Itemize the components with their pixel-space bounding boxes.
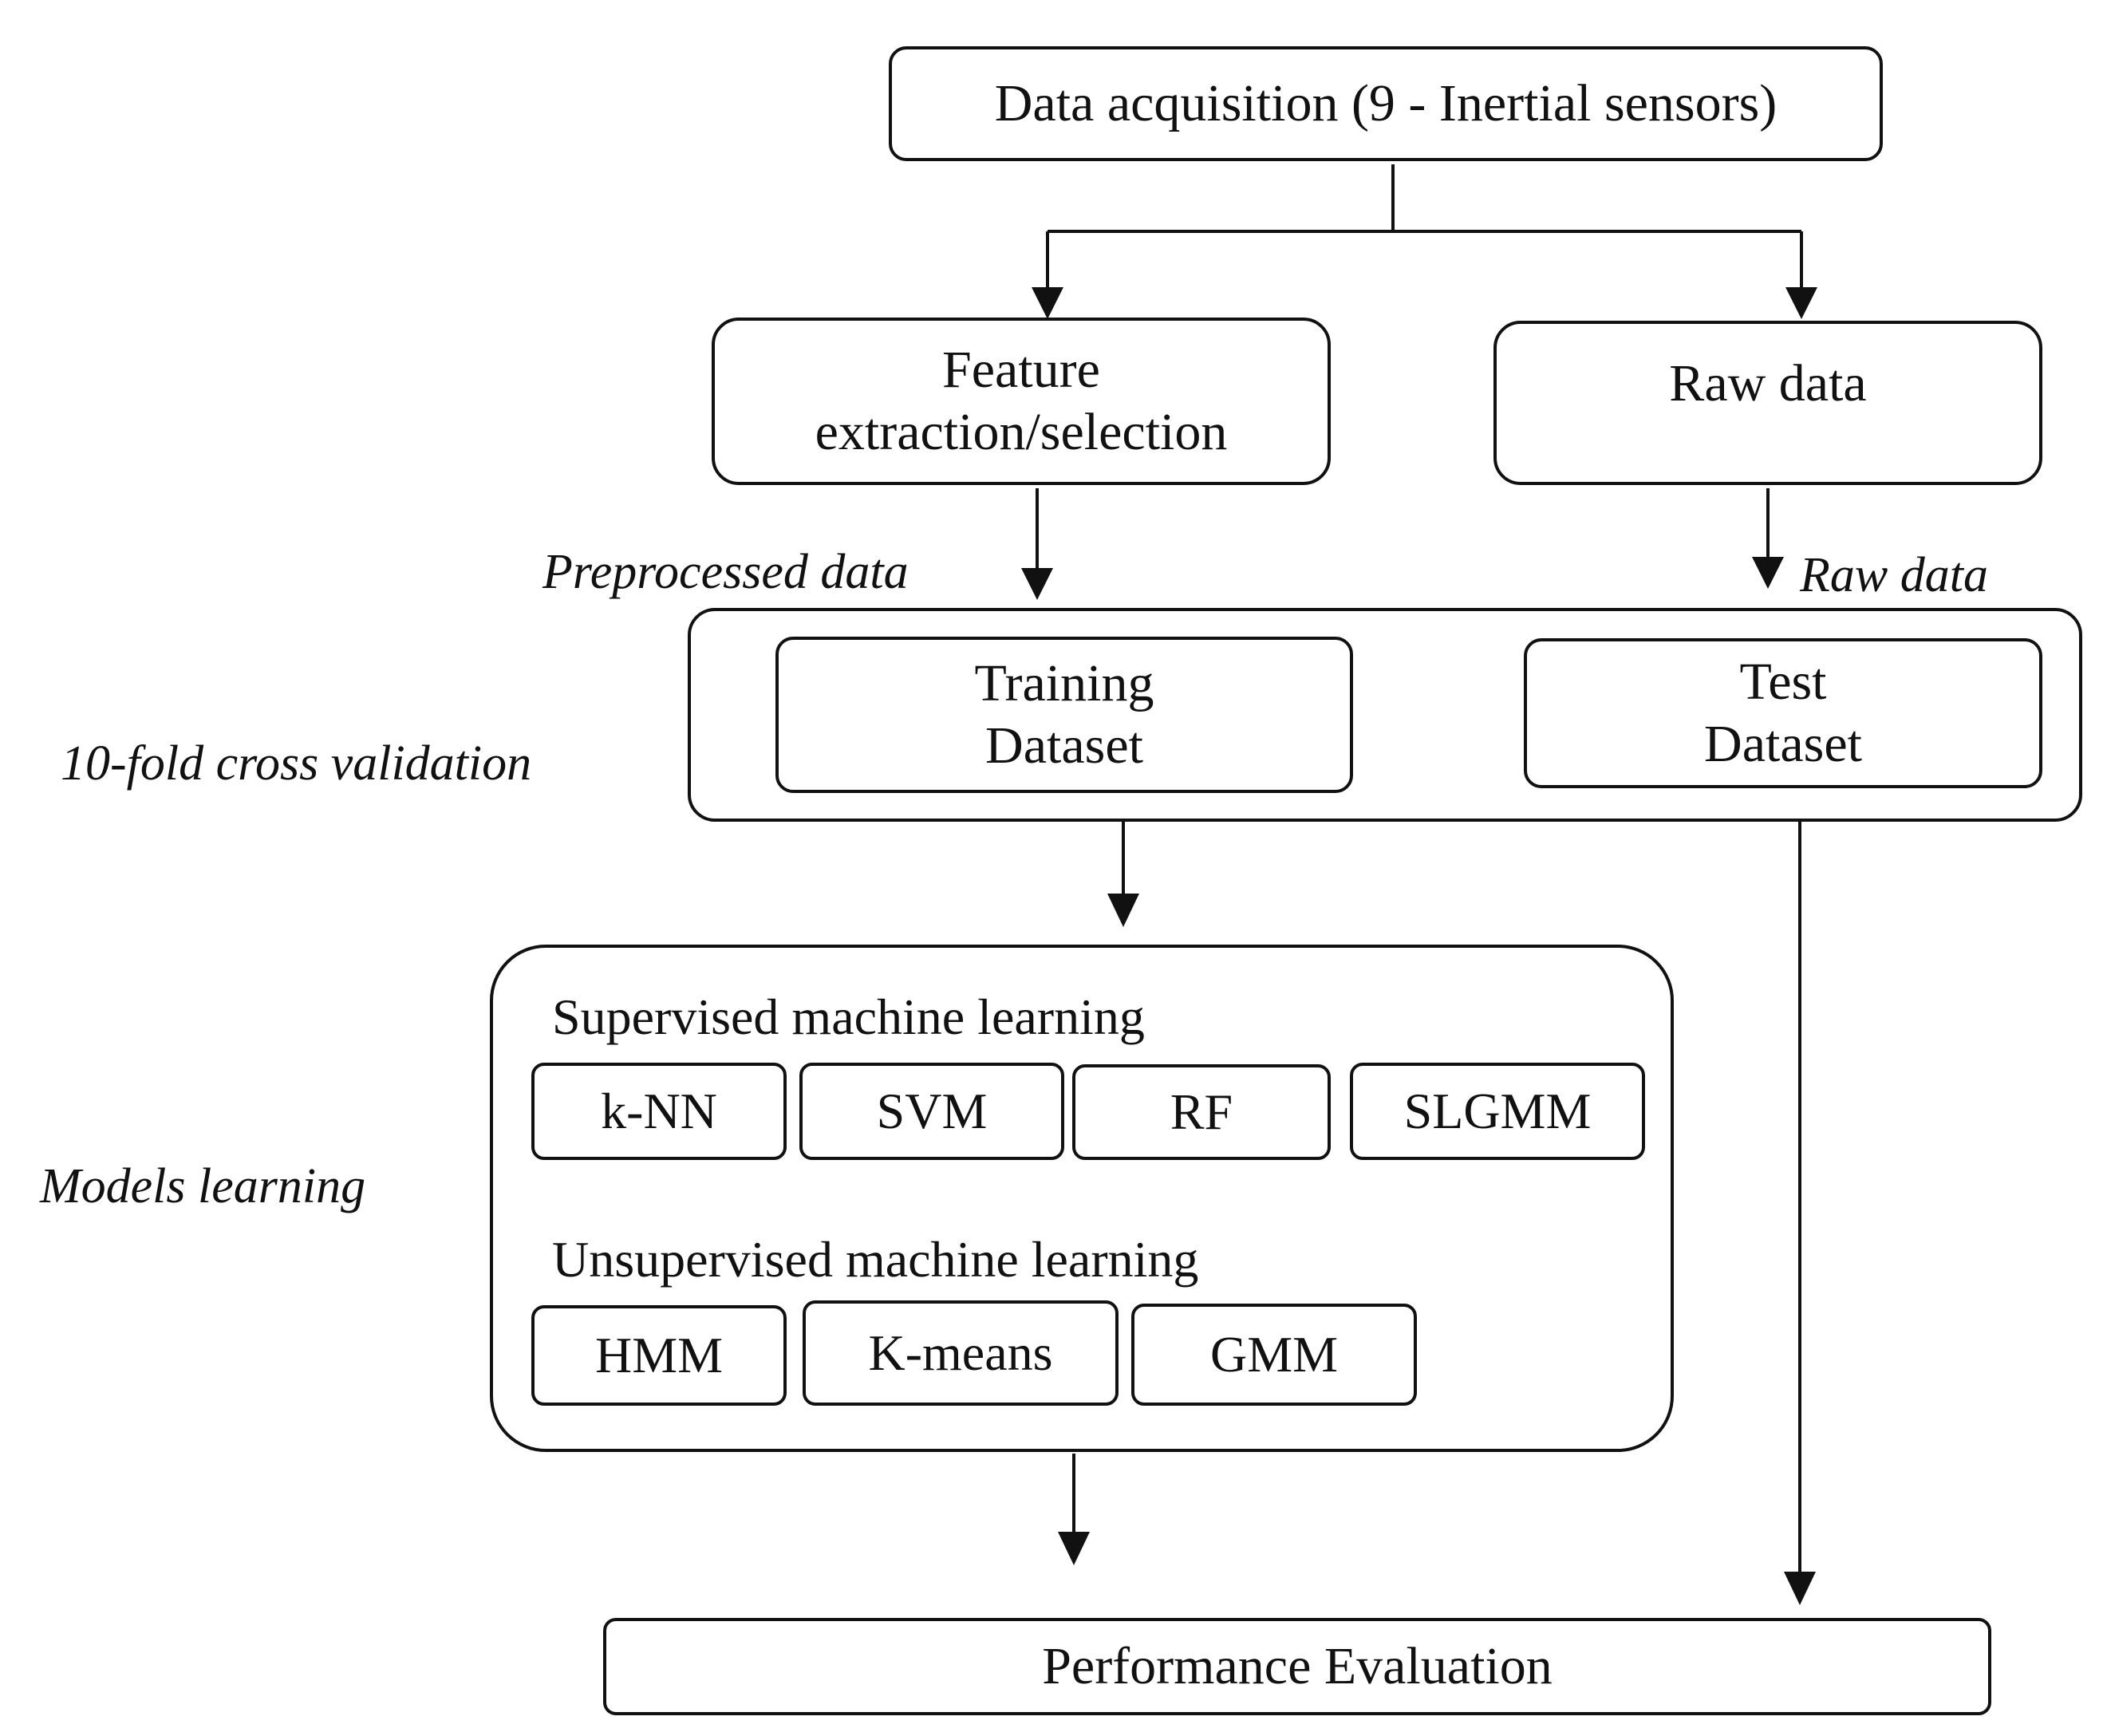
supervised-title: Supervised machine learning [552,988,1145,1045]
node-data-acquisition: Data acquisition (9 - Inertial sensors) [889,46,1883,161]
model-svm: SVM [799,1063,1064,1160]
model-slgmm-label: SLGMM [1403,1083,1592,1140]
arrowhead-feature [1032,287,1063,319]
annotation-models-learning: Models learning [40,1159,366,1213]
annotation-preprocessed-data: Preprocessed data [543,545,909,599]
model-knn-label: k-NN [601,1083,717,1140]
model-gmm-label: GMM [1209,1326,1339,1383]
arrowhead-models [1107,894,1139,927]
arrowhead-raw-to-test [1752,557,1784,589]
arrowhead-preprocessed [1021,568,1053,600]
model-rf-label: RF [1170,1083,1233,1141]
node-feature-extraction: Feature extraction/selection [712,318,1331,485]
model-kmeans: K-means [803,1300,1119,1406]
model-rf: RF [1072,1064,1331,1160]
node-test-dataset: Test Dataset [1524,638,2042,788]
model-hmm-label: HMM [594,1327,724,1384]
model-svm-label: SVM [876,1083,988,1140]
model-hmm: HMM [531,1305,787,1406]
node-training-dataset-line1: Training [974,654,1154,713]
node-test-dataset-line2: Dataset [1704,715,1862,773]
model-slgmm: SLGMM [1350,1063,1645,1160]
node-training-dataset: Training Dataset [775,637,1353,793]
model-kmeans-label: K-means [868,1324,1053,1382]
node-test-dataset-line1: Test [1739,653,1827,712]
annotation-raw-data: Raw data [1800,548,1988,602]
node-feature-extraction-line2: extraction/selection [815,403,1228,461]
node-training-dataset-line2: Dataset [985,716,1143,775]
arrowhead-raw [1785,287,1817,319]
node-data-acquisition-label: Data acquisition (9 - Inertial sensors) [994,74,1777,133]
models-learning-container [490,945,1674,1452]
node-feature-extraction-line1: Feature [942,341,1100,400]
cross-validation-container [688,608,2082,822]
unsupervised-title: Unsupervised machine learning [552,1231,1199,1288]
arrowhead-models-to-eval [1058,1532,1090,1565]
node-raw-data-label: Raw data [1669,354,1867,412]
model-gmm: GMM [1131,1304,1417,1406]
arrowhead-test-to-eval [1784,1572,1816,1605]
node-performance-evaluation-label: Performance Evaluation [1042,1637,1553,1696]
node-raw-data: Raw data [1493,321,2042,485]
model-knn: k-NN [531,1063,787,1160]
node-performance-evaluation: Performance Evaluation [603,1618,1991,1715]
annotation-cross-validation: 10-fold cross validation [61,736,532,791]
